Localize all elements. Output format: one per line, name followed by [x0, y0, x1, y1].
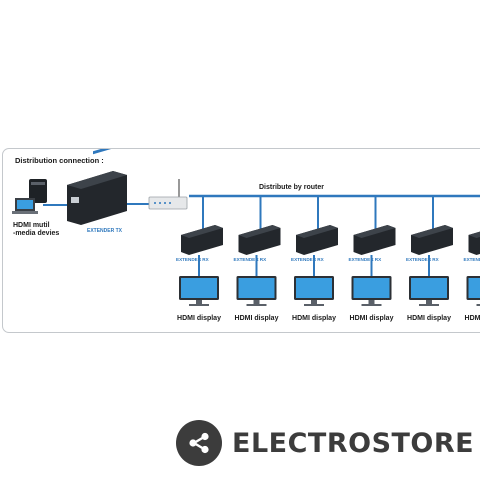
router-icon: [148, 179, 188, 210]
display-label: HDMI display: [407, 315, 451, 322]
display-label: HDMI display: [349, 315, 394, 322]
monitor-icon: [466, 276, 480, 306]
router-label: Distribute by router: [259, 184, 324, 191]
receiver-column: EXTENDER RX: [291, 196, 338, 306]
monitor-icon: [351, 276, 392, 306]
receiver-badge: EXTENDER RX: [464, 257, 480, 262]
receiver-badge: EXTENDER RX: [234, 257, 268, 262]
transmitter-badge: EXTENDER TX: [87, 228, 123, 234]
monitor-icon: [409, 276, 449, 306]
monitor-icon: [179, 276, 219, 306]
receiver-box-icon: [411, 225, 453, 255]
receiver-badge: EXTENDER RX: [291, 257, 325, 262]
multimedia-player-icon: [29, 179, 47, 203]
transmitter-box-icon: [67, 149, 127, 225]
receiver-badge: EXTENDER RX: [176, 257, 210, 262]
source-label: HDMI mutil -media devies: [13, 222, 59, 238]
diagram-title: Distribution connection :: [15, 156, 104, 165]
receiver-box-icon: [238, 225, 281, 255]
brand-logo: ELECTROSTORE: [176, 419, 474, 467]
receiver-column: EXTENDER RX: [349, 196, 396, 306]
receiver-column: EXTENDER RX: [234, 196, 281, 306]
receiver-box-icon: [181, 225, 223, 255]
receiver-column: EXTENDER RX: [464, 231, 480, 306]
receiver-column: EXTENDER RX: [176, 196, 223, 306]
display-label: HDMI display: [464, 315, 480, 322]
receiver-box-icon: [468, 231, 480, 255]
monitor-icon: [294, 276, 334, 306]
receiver-badge: EXTENDER RX: [349, 257, 383, 262]
receiver-box-icon: [353, 225, 396, 255]
receiver-badge: EXTENDER RX: [406, 257, 440, 262]
display-label: HDMI display: [177, 315, 221, 322]
source-label-line2: -media devies: [13, 230, 60, 237]
receiver-box-icon: [296, 225, 338, 255]
laptop-icon: [12, 198, 38, 214]
display-label: HDMI display: [292, 315, 336, 322]
receiver-column: EXTENDER RX: [406, 196, 453, 306]
receiver-units: EXTENDER RX EXTENDER RX EXTENDER RX EXTENDE…: [176, 196, 480, 306]
display-label: HDMI display: [234, 315, 279, 322]
share-icon: [176, 420, 222, 466]
source-label-line1: HDMI mutil: [13, 222, 50, 229]
brand-name: ELECTROSTORE: [232, 427, 475, 459]
monitor-icon: [236, 276, 277, 306]
